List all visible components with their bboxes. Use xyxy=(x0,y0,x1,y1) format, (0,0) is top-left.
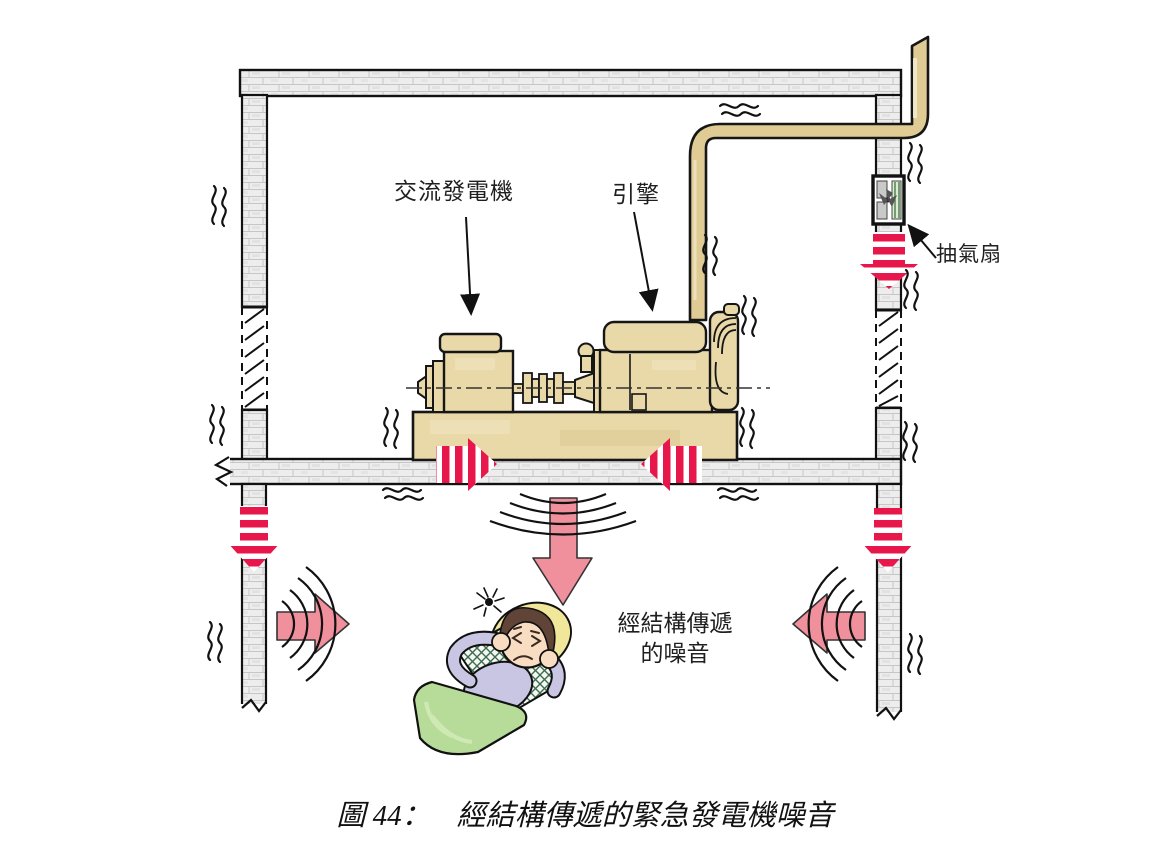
structure-noise-line2: 的噪音 xyxy=(640,640,710,666)
fan-label: 抽氣扇 xyxy=(936,242,1002,266)
generator-set xyxy=(406,303,770,462)
floor-vibration-arrow-right xyxy=(641,438,702,491)
right-hand xyxy=(539,649,559,669)
structure-noise-label: 經結構傳遞 的噪音 xyxy=(592,609,758,669)
right-wall-noise-arrow xyxy=(792,566,866,682)
left-wall xyxy=(240,93,269,462)
left-wall-noise-arrow xyxy=(276,566,350,682)
alternator-figure xyxy=(417,332,515,414)
sleeping-person xyxy=(412,601,572,756)
engine-label: 引擎 xyxy=(612,182,660,207)
floor-slab xyxy=(208,455,903,488)
exhaust-pipe xyxy=(688,35,930,322)
figure-caption-title: 經結構傳遞的緊急發電機噪音 xyxy=(456,800,834,832)
floor-noise-arrow xyxy=(489,492,637,606)
floor-vibration-arrow-left xyxy=(436,438,497,491)
engine-figure xyxy=(577,303,740,414)
bed-blanket xyxy=(412,680,528,756)
fly-scribble xyxy=(473,587,505,617)
label-pointer-arrows xyxy=(460,211,937,316)
left-wall-vibration-arrow xyxy=(227,506,281,572)
figure-caption: 圖 44： 經結構傳遞的緊急發電機噪音 xyxy=(0,792,1170,834)
face xyxy=(511,626,542,661)
structure-noise-line1: 經結構傳遞 xyxy=(617,611,733,636)
figure-caption-number: 圖 44： xyxy=(336,800,431,832)
ceiling-slab xyxy=(238,68,903,98)
right-wall-vibration-arrow xyxy=(861,508,915,572)
wall-break-right xyxy=(875,308,902,410)
left-hand xyxy=(491,632,511,652)
fan-vibration-arrow xyxy=(860,232,918,289)
coupling-shaft xyxy=(512,370,598,406)
alternator-label: 交流發電機 xyxy=(394,179,514,204)
wall-break-left xyxy=(241,305,268,412)
exhaust-fan-figure xyxy=(871,174,906,226)
